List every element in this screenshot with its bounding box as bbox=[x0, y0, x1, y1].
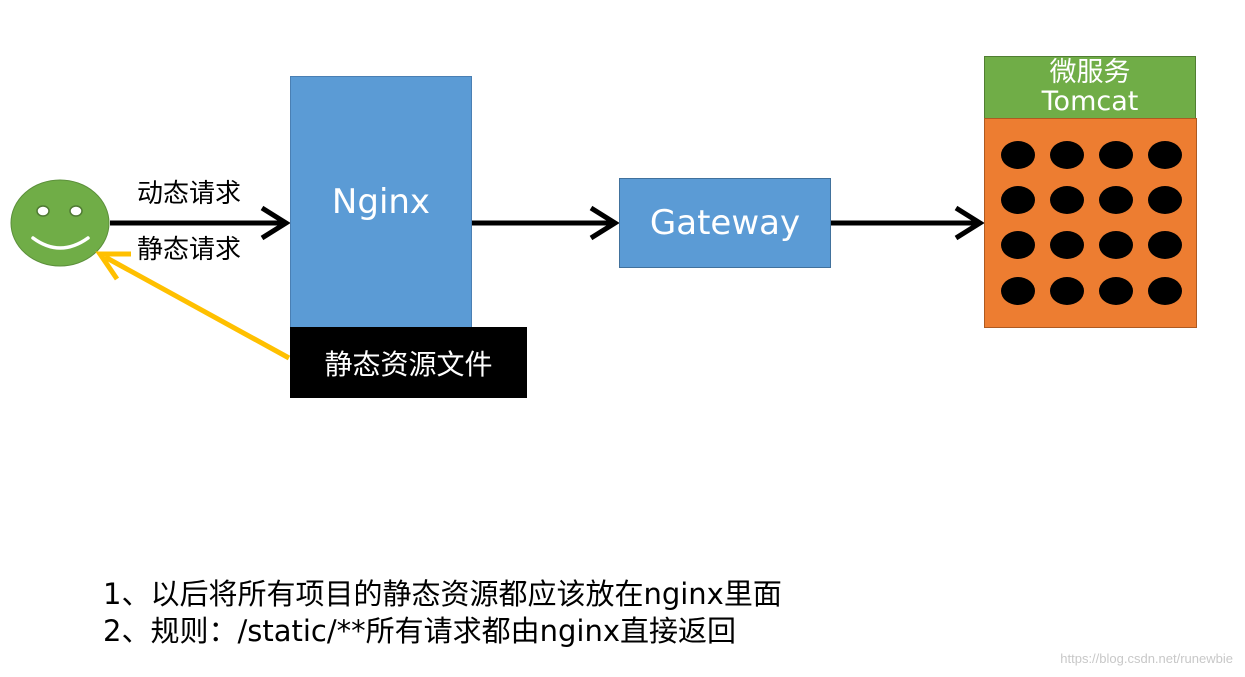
service-instance-dot bbox=[1050, 231, 1084, 259]
nginx-node: Nginx bbox=[290, 76, 472, 328]
service-instance-dot bbox=[1099, 186, 1133, 214]
static-request-label: 静态请求 bbox=[137, 235, 242, 265]
service-instance-dot bbox=[1050, 186, 1084, 214]
watermark: https://blog.csdn.net/runewbie bbox=[1060, 651, 1233, 666]
note-line-2: 2、规则：/static/**所有请求都由nginx直接返回 bbox=[103, 614, 737, 648]
service-instance-dot bbox=[1148, 231, 1182, 259]
note-line-1: 1、以后将所有项目的静态资源都应该放在nginx里面 bbox=[103, 577, 782, 611]
service-instance-dot bbox=[1148, 186, 1182, 214]
service-instance-dot bbox=[1001, 141, 1035, 169]
service-instance-dot bbox=[1148, 277, 1182, 305]
nginx-label: Nginx bbox=[331, 182, 431, 222]
microservice-title: 微服务 bbox=[1049, 57, 1131, 89]
user-smiley-icon bbox=[10, 179, 110, 267]
arrow-user-to-nginx bbox=[110, 205, 291, 241]
static-files-node: 静态资源文件 bbox=[290, 327, 527, 398]
service-instance-dot bbox=[1001, 231, 1035, 259]
static-files-label: 静态资源文件 bbox=[324, 347, 493, 381]
service-instance-dot bbox=[1099, 141, 1133, 169]
service-instance-dot bbox=[1050, 277, 1084, 305]
service-instance-dot bbox=[1001, 277, 1035, 305]
service-instance-dot bbox=[1099, 231, 1133, 259]
arrow-gateway-to-microservice bbox=[831, 205, 985, 241]
service-instance-dot bbox=[1148, 141, 1182, 169]
service-instance-dot bbox=[1050, 141, 1084, 169]
service-instance-dot bbox=[1001, 186, 1035, 214]
gateway-node: Gateway bbox=[619, 178, 831, 268]
microservice-instances bbox=[984, 118, 1197, 328]
gateway-label: Gateway bbox=[649, 203, 801, 243]
dynamic-request-label: 动态请求 bbox=[137, 179, 242, 209]
microservice-subtitle: Tomcat bbox=[1041, 85, 1139, 117]
microservice-header: 微服务 Tomcat bbox=[984, 56, 1196, 119]
arrow-static-files-to-user bbox=[95, 251, 291, 361]
arrow-nginx-to-gateway bbox=[472, 205, 620, 241]
service-instance-dot bbox=[1099, 277, 1133, 305]
